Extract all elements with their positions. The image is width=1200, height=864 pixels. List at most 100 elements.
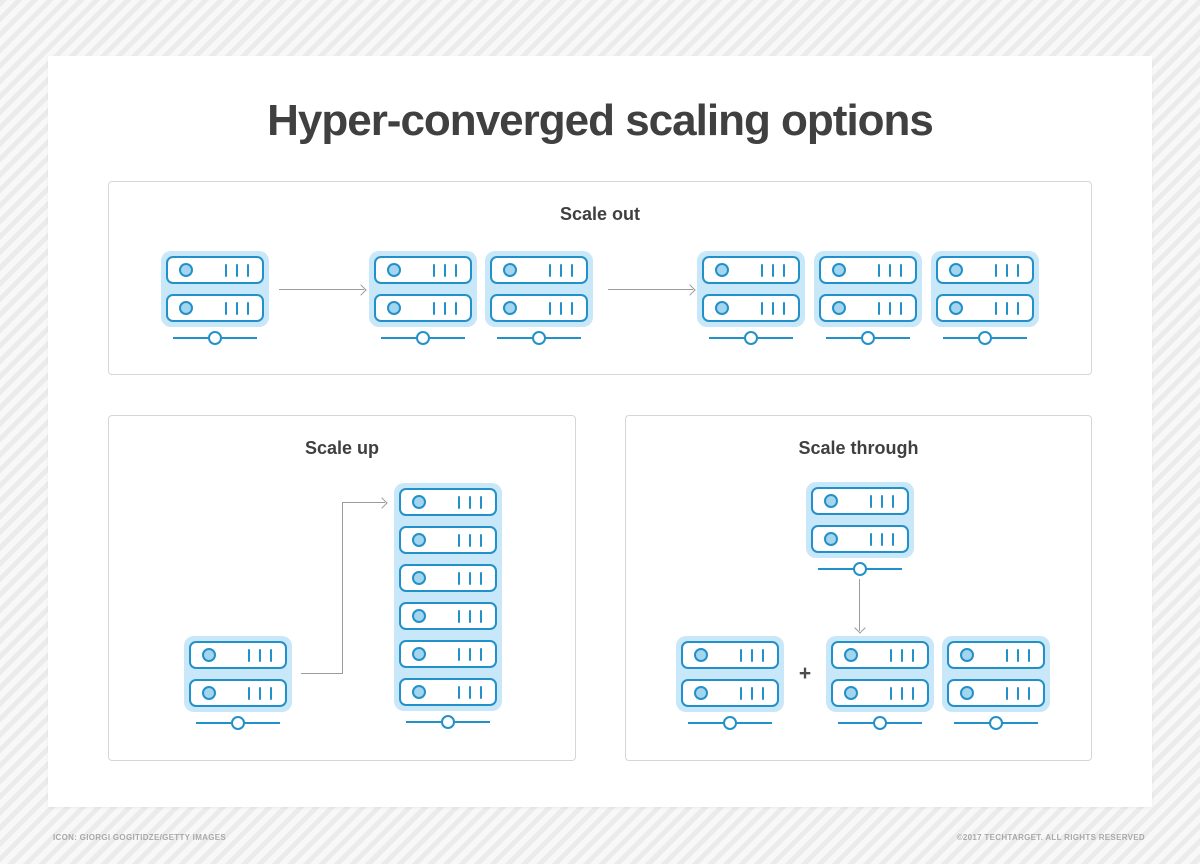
power-led-icon xyxy=(387,263,401,277)
power-led-icon xyxy=(412,609,426,623)
network-connector-icon xyxy=(394,715,502,729)
network-connector-icon xyxy=(826,716,934,730)
server-stack-glow xyxy=(942,636,1050,712)
vent-slots-icon xyxy=(549,263,573,277)
arrow-right-icon xyxy=(279,289,364,290)
vent-slots-icon xyxy=(761,263,785,277)
power-led-icon xyxy=(503,263,517,277)
vent-slots-icon xyxy=(870,494,894,508)
vent-slots-icon xyxy=(740,648,764,662)
vent-slots-icon xyxy=(458,685,482,699)
server-unit xyxy=(166,256,264,284)
vent-slots-icon xyxy=(740,686,764,700)
vent-slots-icon xyxy=(458,495,482,509)
elbow-arrow-icon xyxy=(301,673,342,674)
server-unit xyxy=(374,294,472,322)
power-led-icon xyxy=(715,301,729,315)
vent-slots-icon xyxy=(458,609,482,623)
vent-slots-icon xyxy=(458,533,482,547)
power-led-icon xyxy=(844,686,858,700)
server-stack-glow xyxy=(394,483,502,711)
server-stack-glow xyxy=(676,636,784,712)
power-led-icon xyxy=(715,263,729,277)
server-unit xyxy=(490,294,588,322)
server-stack-icon xyxy=(814,251,922,345)
arrow-down-icon xyxy=(859,579,860,631)
vent-slots-icon xyxy=(248,686,272,700)
network-connector-icon xyxy=(697,331,805,345)
vent-slots-icon xyxy=(878,301,902,315)
server-unit xyxy=(399,526,497,554)
network-connector-icon xyxy=(369,331,477,345)
server-unit xyxy=(399,602,497,630)
server-stack-icon xyxy=(826,636,934,730)
connector-dot xyxy=(873,716,887,730)
server-unit xyxy=(819,256,917,284)
connector-dot xyxy=(441,715,455,729)
vent-slots-icon xyxy=(225,263,249,277)
panel-scale-out: Scale out xyxy=(108,181,1092,375)
icon-credit: ICON: GIORGI GOGITIDZE/GETTY IMAGES xyxy=(53,833,227,842)
panel-scale-up: Scale up xyxy=(108,415,576,761)
server-stack-icon xyxy=(184,636,292,730)
network-connector-icon xyxy=(485,331,593,345)
vent-slots-icon xyxy=(761,301,785,315)
elbow-arrow-icon xyxy=(342,502,343,674)
server-stack-glow xyxy=(161,251,269,327)
vent-slots-icon xyxy=(995,263,1019,277)
vent-slots-icon xyxy=(458,571,482,585)
network-connector-icon xyxy=(814,331,922,345)
connector-dot xyxy=(723,716,737,730)
server-stack-icon xyxy=(931,251,1039,345)
connector-dot xyxy=(416,331,430,345)
server-stack-icon xyxy=(697,251,805,345)
power-led-icon xyxy=(202,686,216,700)
server-unit xyxy=(947,679,1045,707)
panel-title-scale-up: Scale up xyxy=(304,438,380,458)
server-unit xyxy=(166,294,264,322)
page-title: Hyper-converged scaling options xyxy=(267,96,934,145)
vent-slots-icon xyxy=(225,301,249,315)
network-connector-icon xyxy=(931,331,1039,345)
server-unit xyxy=(819,294,917,322)
network-connector-icon xyxy=(184,716,292,730)
power-led-icon xyxy=(202,648,216,662)
connector-dot xyxy=(532,331,546,345)
vent-slots-icon xyxy=(995,301,1019,315)
server-unit xyxy=(490,256,588,284)
connector-dot xyxy=(231,716,245,730)
power-led-icon xyxy=(694,648,708,662)
elbow-arrow-icon xyxy=(342,502,385,503)
copyright: ©2017 TECHTARGET. ALL RIGHTS RESERVED xyxy=(956,833,1145,842)
connector-dot xyxy=(989,716,1003,730)
network-connector-icon xyxy=(806,562,914,576)
connector-dot xyxy=(853,562,867,576)
server-unit xyxy=(936,294,1034,322)
server-unit xyxy=(702,256,800,284)
vent-slots-icon xyxy=(549,301,573,315)
connector-dot xyxy=(744,331,758,345)
server-stack-icon xyxy=(806,482,914,576)
power-led-icon xyxy=(412,495,426,509)
connector-dot xyxy=(208,331,222,345)
server-unit xyxy=(681,679,779,707)
power-led-icon xyxy=(844,648,858,662)
server-unit xyxy=(681,641,779,669)
power-led-icon xyxy=(832,263,846,277)
power-led-icon xyxy=(960,686,974,700)
network-connector-icon xyxy=(161,331,269,345)
vent-slots-icon xyxy=(248,648,272,662)
power-led-icon xyxy=(949,301,963,315)
power-led-icon xyxy=(412,533,426,547)
power-led-icon xyxy=(503,301,517,315)
power-led-icon xyxy=(412,685,426,699)
power-led-icon xyxy=(824,494,838,508)
power-led-icon xyxy=(412,571,426,585)
server-stack-icon xyxy=(485,251,593,345)
network-connector-icon xyxy=(942,716,1050,730)
vent-slots-icon xyxy=(890,648,914,662)
server-unit xyxy=(399,564,497,592)
power-led-icon xyxy=(179,301,193,315)
arrow-right-icon xyxy=(608,289,693,290)
